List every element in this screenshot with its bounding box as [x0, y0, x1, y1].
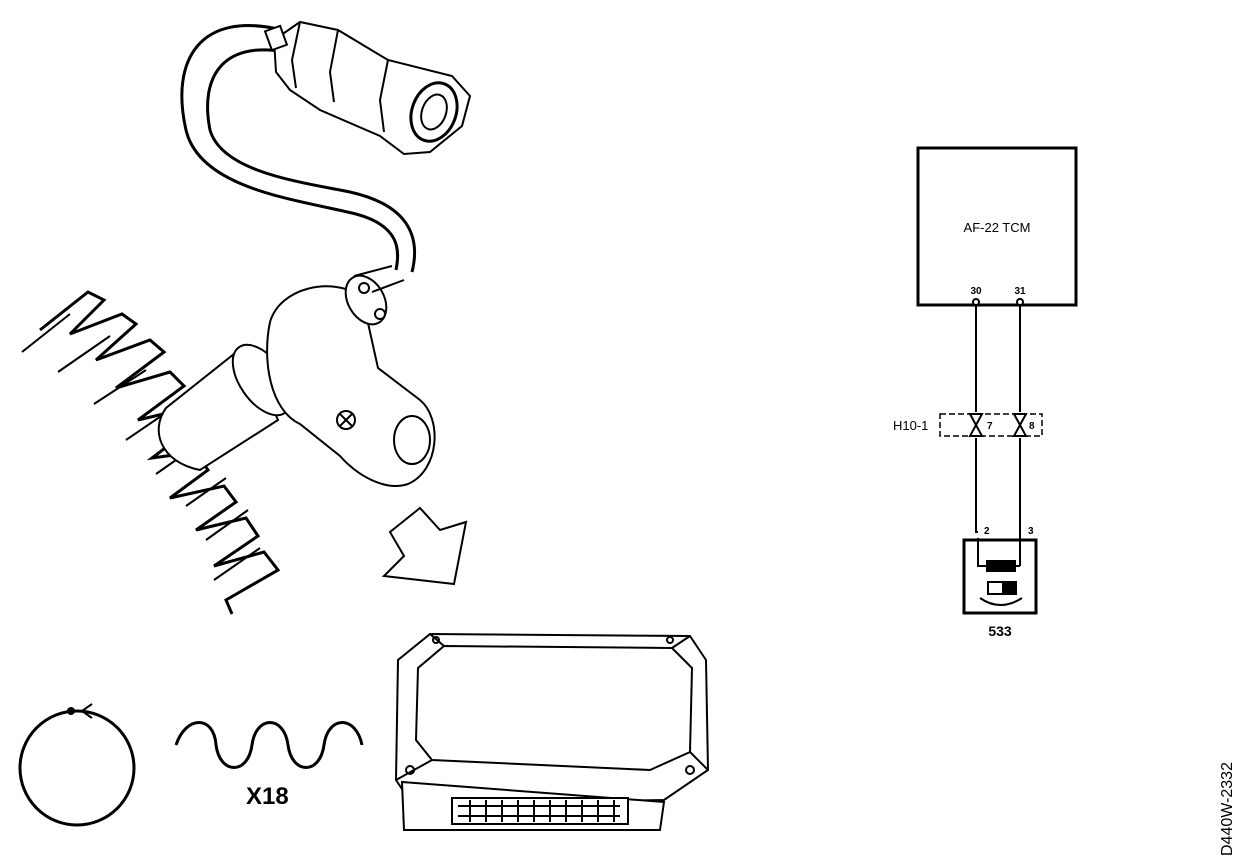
figure-reference: D440W-2332: [1219, 762, 1236, 856]
multiplier-label: X18: [246, 783, 289, 810]
tcm-pin-31: [1016, 298, 1024, 306]
reluctor-wheel-strip: [21, 290, 281, 615]
inline-connector-h10-1: [939, 413, 1043, 437]
tcm-pin-31-label: 31: [1014, 286, 1026, 297]
sensor-coil-icon: [986, 560, 1016, 572]
sensor-pin-3-label: 3: [1028, 526, 1034, 537]
sensor-coil-lead: [977, 538, 986, 567]
inline-connector-label: H10-1: [893, 418, 928, 433]
connector-pin-8-label: 8: [1029, 421, 1035, 432]
rotation-arc-icon: [979, 597, 1023, 606]
sensor-pin-2-label: 2: [984, 526, 990, 537]
sensor-cable: [180, 24, 416, 273]
sensor-connector-plug: [263, 20, 472, 156]
connector-pin-7-label: 7: [987, 421, 993, 432]
sensor-id-label: 533: [988, 623, 1012, 639]
connector-terminal-7: [968, 413, 984, 437]
ecu-module: [394, 632, 710, 831]
tcm-pin-30-label: 30: [970, 286, 982, 297]
sensor-illustration: X18: [18, 20, 710, 831]
sensor-533-box: [962, 538, 1038, 615]
tcm-module-box: [916, 146, 1078, 307]
signal-arrow: [381, 506, 468, 586]
rotation-symbol: [18, 703, 136, 827]
sensor-magnet-pole: [1002, 582, 1016, 594]
tcm-pin-30: [972, 298, 980, 306]
wire-a: [975, 305, 978, 533]
crank-position-sensor: [157, 265, 436, 487]
tcm-module-label: AF-22 TCM: [964, 220, 1031, 235]
connector-terminal-8: [1012, 413, 1028, 437]
wiring-schematic: AF-22 TCM 30 31 H10-1 7 8 2 3 533: [893, 146, 1078, 639]
waveform-symbol: [174, 721, 364, 769]
